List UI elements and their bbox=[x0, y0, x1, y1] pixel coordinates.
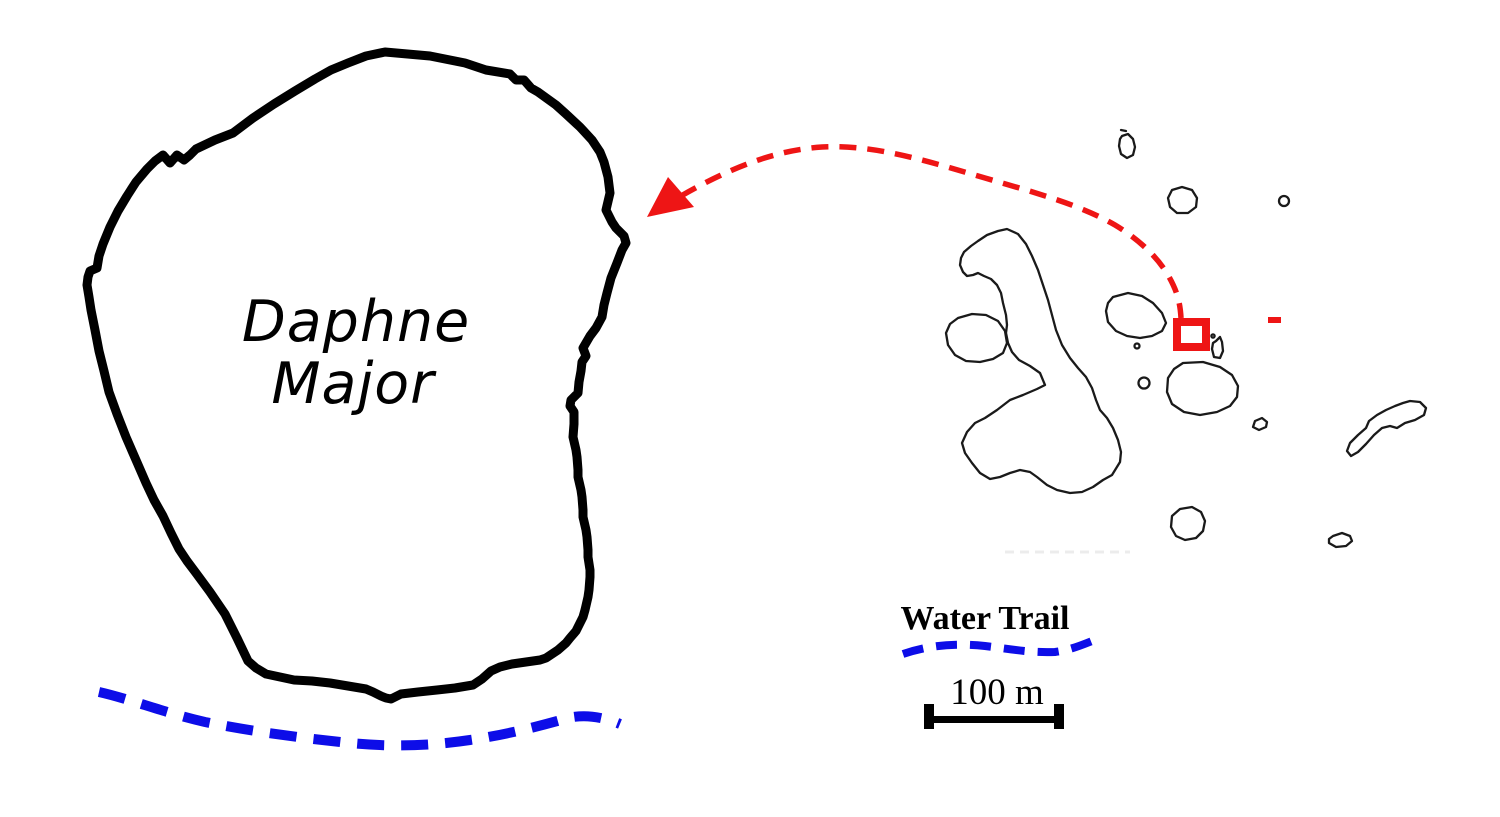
galapagos-inset bbox=[944, 128, 1428, 554]
island-label-line1: Daphne bbox=[242, 289, 470, 355]
inset-island-fernandina bbox=[944, 312, 1009, 364]
scale-bar-left-cap bbox=[924, 704, 934, 729]
inset-island-genovesa bbox=[1277, 194, 1291, 208]
legend-water-trail-sample bbox=[901, 637, 1094, 658]
inset-island-floreana bbox=[1169, 505, 1207, 542]
scale-bar-label: 100 m bbox=[950, 672, 1044, 713]
inset-island-isabela bbox=[958, 227, 1123, 495]
inset-island-espanola bbox=[1327, 531, 1354, 549]
inset-island-santiago bbox=[1104, 291, 1168, 340]
inset-island-santa-fe bbox=[1251, 416, 1269, 432]
locator-link bbox=[647, 143, 1281, 351]
legend-water-trail-label: Water Trail bbox=[900, 600, 1069, 637]
inset-island-santa-cruz bbox=[1165, 360, 1240, 417]
inset-island-daphne-minor bbox=[1210, 335, 1225, 360]
scale-bar-line bbox=[925, 716, 1064, 723]
locator-stray-dash bbox=[1268, 317, 1281, 323]
inset-island-pinta bbox=[1117, 132, 1137, 160]
inset-island-pinta-tick bbox=[1119, 128, 1128, 133]
inset-island-marchena bbox=[1166, 185, 1199, 215]
water-trail-line bbox=[97, 687, 622, 751]
scale-bar bbox=[924, 704, 1064, 729]
inset-islet-dot bbox=[1210, 333, 1216, 339]
legend: Water Trail 100 m bbox=[900, 600, 1094, 729]
daphne-major-outline bbox=[82, 47, 631, 704]
daphne-major-map: Daphne Major bbox=[82, 47, 631, 751]
locator-dashed-route bbox=[679, 143, 1184, 319]
inset-island-rabida bbox=[1133, 342, 1141, 350]
inset-island-pinzon bbox=[1137, 376, 1151, 390]
scale-bar-right-cap bbox=[1054, 704, 1064, 729]
locator-arrowhead-icon bbox=[647, 177, 694, 217]
island-label-line2: Major bbox=[271, 351, 437, 417]
inset-island-san-cristobal bbox=[1345, 399, 1428, 458]
locator-box bbox=[1173, 318, 1210, 351]
